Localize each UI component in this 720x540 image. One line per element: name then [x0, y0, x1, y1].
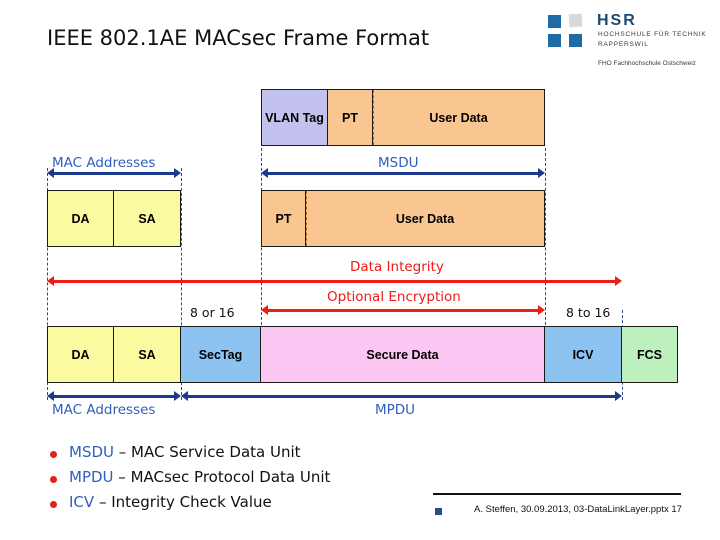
pt-userdata-separator [306, 191, 307, 246]
arrow-shaft [266, 172, 540, 175]
legend-key: MPDU [69, 468, 114, 486]
arrow-head-left-icon [47, 276, 54, 286]
legend-item-mpdu: MPDU – MACsec Protocol Data Unit [47, 468, 330, 493]
arrow-shaft [186, 395, 617, 398]
field-sa-plain-label: SA [138, 211, 156, 226]
field-fcs-label: FCS [637, 347, 662, 362]
span-label-data-integrity: Data Integrity [350, 259, 444, 275]
bullet-dot-icon [50, 451, 57, 458]
span-label-optional-encryption: Optional Encryption [327, 289, 461, 305]
field-secure-data-label: Secure Data [366, 347, 439, 362]
field-icv-label: ICV [572, 347, 594, 362]
legend-item-msdu: MSDU – MAC Service Data Unit [47, 443, 330, 468]
hsr-logo: HSR HOCHSCHULE FÜR TECHNIK RAPPERSWIL FH… [548, 12, 713, 74]
span-arrow-optional-encryption [261, 305, 545, 316]
arrow-head-left-icon [47, 168, 54, 178]
field-da-plain: DA [47, 190, 114, 247]
field-sa-plain: SA [114, 190, 181, 247]
legend-item-icv: ICV – Integrity Check Value [47, 493, 330, 518]
footer-square-icon [435, 508, 442, 515]
arrow-head-right-icon [174, 168, 181, 178]
logo-line-2: HOCHSCHULE FÜR TECHNIK [598, 31, 707, 38]
field-vlan-tag: VLAN Tag [261, 89, 328, 146]
span-arrow-mac-addresses-top [47, 168, 181, 179]
logo-square-top-right [568, 13, 583, 28]
field-pt-tagged: PT [328, 89, 373, 146]
span-arrow-msdu [261, 168, 545, 179]
bullet-dot-icon [50, 501, 57, 508]
logo-square-top-left [548, 15, 561, 28]
arrow-head-right-icon [615, 391, 622, 401]
logo-name: HSR [597, 12, 637, 29]
legend-key: MSDU [69, 443, 114, 461]
field-pt-untagged-label: PT [275, 211, 292, 226]
field-user-data-tagged: User Data [373, 89, 545, 146]
logo-square-bottom-right [569, 34, 582, 47]
size-label-sectag: 8 or 16 [190, 305, 235, 320]
field-da-macsec: DA [47, 326, 114, 383]
field-pt-untagged: PT [261, 190, 306, 247]
pt-userdata-separator [373, 90, 374, 145]
field-fcs: FCS [622, 326, 678, 383]
guide-line-sa-end [181, 168, 182, 400]
footer-text: A. Steffen, 30.09.2013, 03-DataLinkLayer… [474, 504, 682, 515]
arrow-head-left-icon [47, 391, 54, 401]
legend-text: MAC Service Data Unit [131, 443, 301, 461]
field-vlan-tag-label: VLAN Tag [265, 110, 324, 125]
field-user-data-untagged: User Data [306, 190, 545, 247]
field-sectag-label: SecTag [198, 347, 243, 362]
field-pt-tagged-label: PT [342, 110, 358, 125]
field-icv: ICV [545, 326, 622, 383]
arrow-head-right-icon [538, 305, 545, 315]
field-user-data-untagged-label: User Data [395, 211, 455, 226]
legend-separator: – [114, 443, 132, 461]
span-arrow-data-integrity [47, 276, 622, 287]
arrow-head-right-icon [615, 276, 622, 286]
span-label-mac-addresses-bottom: MAC Addresses [52, 402, 156, 418]
field-sa-macsec: SA [114, 326, 181, 383]
footer-divider [433, 493, 681, 495]
legend-text: Integrity Check Value [111, 493, 272, 511]
legend-separator: – [113, 468, 131, 486]
legend-key: ICV [69, 493, 95, 511]
page-title: IEEE 802.1AE MACsec Frame Format [47, 26, 430, 50]
guide-line-payload-end [545, 148, 546, 330]
field-da-plain-label: DA [71, 211, 90, 226]
span-arrow-mpdu [181, 391, 622, 402]
arrow-head-right-icon [538, 168, 545, 178]
span-label-mac-addresses-top: MAC Addresses [52, 155, 156, 171]
field-sa-macsec-label: SA [138, 347, 156, 362]
field-da-macsec-label: DA [71, 347, 90, 362]
arrow-head-left-icon [181, 391, 188, 401]
arrow-shaft [52, 395, 176, 398]
arrow-shaft [266, 309, 540, 312]
field-sectag: SecTag [181, 326, 261, 383]
arrow-head-left-icon [261, 305, 268, 315]
logo-line-3: RAPPERSWIL [598, 41, 649, 48]
arrow-head-right-icon [174, 391, 181, 401]
legend-text: MACsec Protocol Data Unit [130, 468, 331, 486]
arrow-shaft [52, 280, 617, 283]
bullet-dot-icon [50, 476, 57, 483]
logo-square-bottom-left [548, 34, 561, 47]
size-label-icv: 8 to 16 [566, 305, 611, 320]
span-label-msdu: MSDU [378, 155, 419, 171]
legend-separator: – [94, 493, 112, 511]
arrow-head-left-icon [261, 168, 268, 178]
arrow-shaft [52, 172, 176, 175]
span-arrow-mac-addresses-bottom [47, 391, 181, 402]
span-label-mpdu: MPDU [375, 402, 416, 418]
field-secure-data: Secure Data [261, 326, 545, 383]
legend-list: MSDU – MAC Service Data Unit MPDU – MACs… [47, 443, 330, 518]
field-user-data-tagged-label: User Data [429, 110, 488, 125]
logo-line-4: FHO Fachhochschule Ostschweiz [598, 60, 696, 67]
